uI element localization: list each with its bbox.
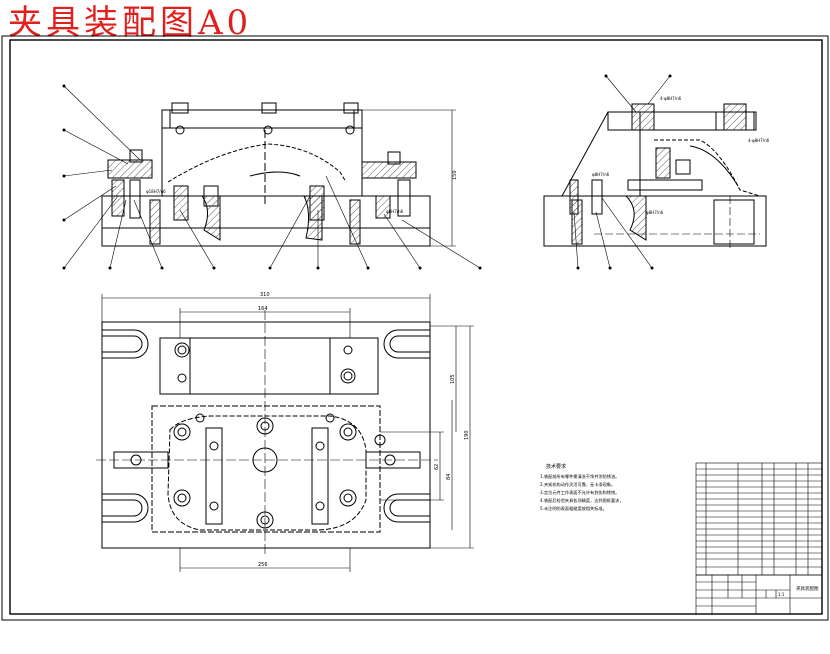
tech-req-line: 3.定位元件工作表面不允许有划伤和锈蚀。	[540, 489, 619, 496]
top-width-dimension: 310	[260, 292, 270, 298]
tech-req-line: 5.未注明的表面粗糙度按相关标准。	[540, 505, 607, 512]
title-block	[695, 574, 823, 615]
top-view	[96, 294, 474, 572]
side-fit-label-1: 4-φ8H7/n6	[660, 96, 682, 101]
technical-requirements: 技术要求 1.装配前所有零件需清洗干净并涂防锈油。 2.夹紧机构动作灵活可靠，无…	[540, 463, 624, 512]
drawing-title: 夹具装配图A0	[8, 3, 253, 43]
tech-req-line: 4.装配后检验夹具各项精度，达到图纸要求，	[540, 497, 624, 504]
front-height-dimension: 150	[452, 170, 458, 180]
tech-req-heading: 技术要求	[546, 463, 566, 470]
sheet-inner-border	[9, 39, 823, 615]
top-inner-dimension: 164	[258, 306, 268, 312]
top-right-dimension-3: 62	[434, 464, 440, 470]
front-view-balloons	[62, 84, 482, 270]
top-right-dimension-2: 190	[464, 430, 470, 440]
side-view-balloons	[576, 74, 672, 270]
side-fit-label-4: φ8H7/n6	[646, 210, 664, 215]
side-view	[543, 75, 767, 269]
title-block-scale: 1:1	[778, 592, 785, 597]
side-fit-label-2: 4-φ8H7/n6	[748, 138, 770, 143]
tech-req-line: 1.装配前所有零件需清洗干净并涂防锈油。	[540, 473, 619, 480]
title-block-name: 夹具装配图	[796, 585, 819, 592]
top-right-dimension-1: 105	[450, 374, 456, 384]
top-bottom-dimension: 256	[258, 562, 268, 568]
sheet-outer-border	[1, 35, 829, 621]
side-fit-label-3: φ8H7/n6	[592, 172, 610, 177]
parts-list	[695, 462, 823, 576]
top-right-dimension-4: 84	[446, 474, 452, 480]
front-fit-label-2: φ8H7/n6	[386, 209, 404, 214]
front-view	[63, 85, 481, 269]
tech-req-line: 2.夹紧机构动作灵活可靠，无卡滞现象。	[540, 481, 615, 488]
front-fit-label-1: φ18H7/n6	[146, 189, 166, 194]
